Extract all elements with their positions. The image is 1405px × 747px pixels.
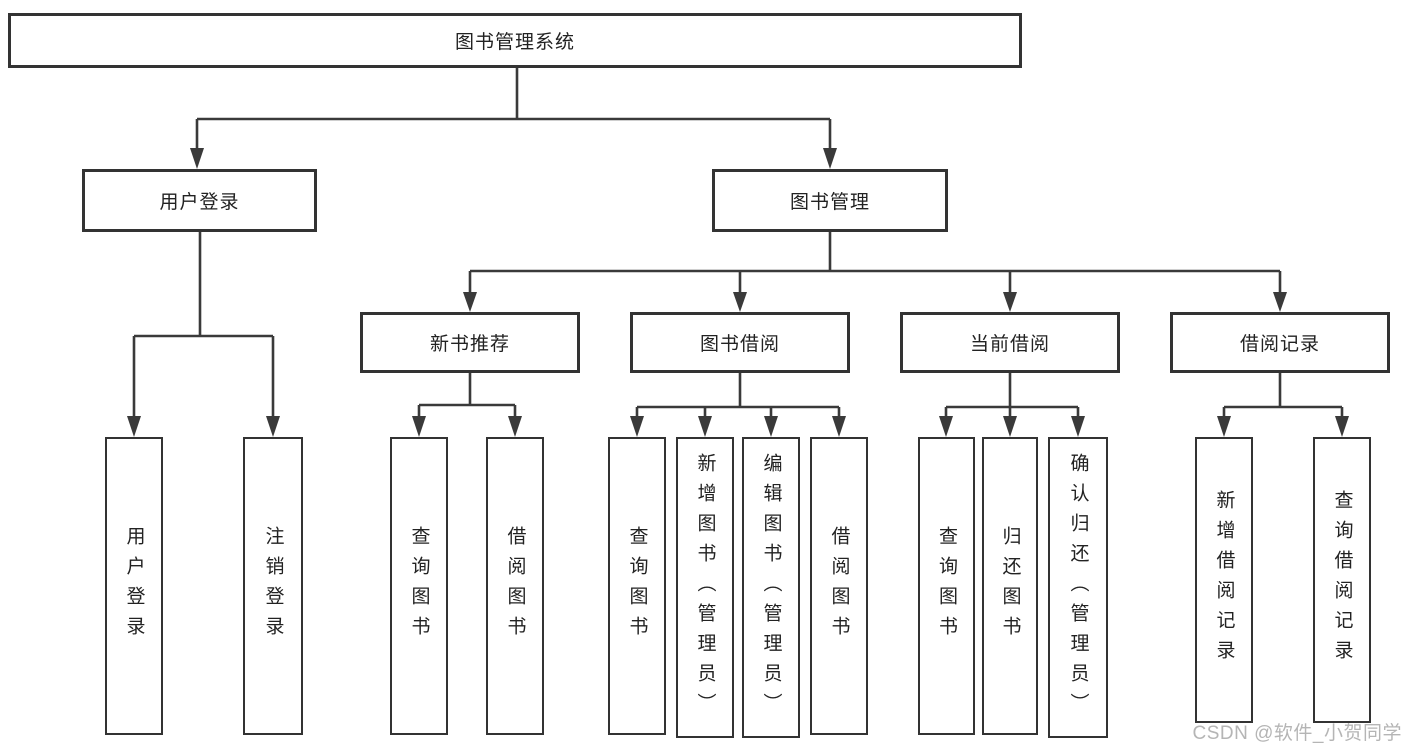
node-label: 查询图书: [936, 526, 957, 646]
node-label: 用户登录: [159, 192, 240, 213]
node-label: 编辑图书（管理员）: [760, 452, 782, 723]
leaf-return-book: 归还图书: [982, 437, 1038, 735]
node-user-login: 用户登录: [82, 169, 317, 232]
connector-borrow-record-to-leaves: [1222, 373, 1344, 423]
connector-current-borrow-to-leaves: [944, 373, 1080, 423]
node-label: 确认归还（管理员）: [1067, 452, 1089, 723]
leaf-borrow-book-1: 借阅图书: [486, 437, 544, 735]
node-label: 借阅图书: [828, 526, 850, 646]
connector-root-to-level2: [195, 68, 832, 155]
node-label: 注销登录: [262, 526, 284, 646]
node-label: 用户登录: [123, 526, 145, 646]
node-book-borrow: 图书借阅: [630, 312, 850, 373]
node-library-system: 图书管理系统: [8, 13, 1022, 68]
node-label: 新书推荐: [429, 334, 510, 355]
leaf-borrow-book-2: 借阅图书: [810, 437, 868, 735]
leaf-query-book-1: 查询图书: [390, 437, 448, 735]
leaf-query-book-3: 查询图书: [918, 437, 975, 735]
node-label: 图书管理系统: [454, 32, 575, 53]
leaf-confirm-return-admin: 确认归还（管理员）: [1048, 437, 1108, 738]
connector-user-login-to-leaves: [132, 232, 275, 423]
leaf-query-borrow-record: 查询借阅记录: [1313, 437, 1371, 723]
node-label: 当前借阅: [969, 334, 1050, 355]
leaf-user-login: 用户登录: [105, 437, 163, 735]
node-label: 查询图书: [626, 526, 648, 646]
node-label: 图书借阅: [699, 334, 780, 355]
leaf-logout: 注销登录: [243, 437, 303, 735]
connector-book-borrow-to-leaves: [635, 373, 841, 423]
node-label: 查询图书: [408, 526, 430, 646]
leaf-query-book-2: 查询图书: [608, 437, 666, 735]
connector-new-book-to-leaves: [417, 373, 517, 423]
node-label: 归还图书: [999, 526, 1021, 646]
leaf-add-borrow-record: 新增借阅记录: [1195, 437, 1253, 723]
node-label: 查询借阅记录: [1331, 490, 1353, 670]
node-label: 图书管理: [789, 192, 870, 213]
node-label: 借阅图书: [504, 526, 526, 646]
leaf-add-book-admin: 新增图书（管理员）: [676, 437, 734, 738]
leaf-edit-book-admin: 编辑图书（管理员）: [742, 437, 800, 738]
node-borrow-record: 借阅记录: [1170, 312, 1390, 373]
node-book-management: 图书管理: [712, 169, 948, 232]
csdn-watermark: CSDN @软件_小贺同学: [1192, 723, 1402, 744]
connector-book-mgmt-to-level3: [468, 232, 1282, 298]
node-label: 新增图书（管理员）: [694, 452, 716, 723]
node-new-book-recommend: 新书推荐: [360, 312, 580, 373]
node-current-borrow: 当前借阅: [900, 312, 1120, 373]
node-label: 新增借阅记录: [1213, 490, 1235, 670]
node-label: 借阅记录: [1239, 334, 1320, 355]
